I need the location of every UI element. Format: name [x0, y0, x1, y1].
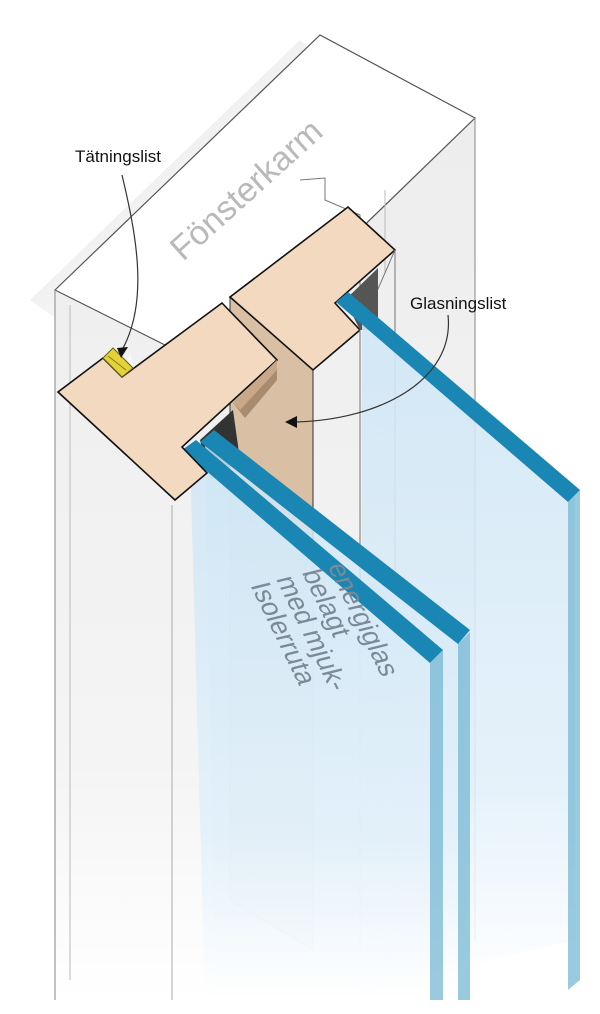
seal-leader-arrow [121, 174, 139, 351]
sealing-strip [102, 347, 134, 378]
arrow-head-icon [285, 416, 297, 428]
arrow-head-icon [117, 347, 128, 358]
bead-leader-arrow [294, 314, 449, 423]
glass-pane-front [182, 440, 443, 1000]
label-glasningslist: Glasningslist [410, 294, 507, 313]
label-tatningslist: Tätningslist [75, 147, 161, 166]
